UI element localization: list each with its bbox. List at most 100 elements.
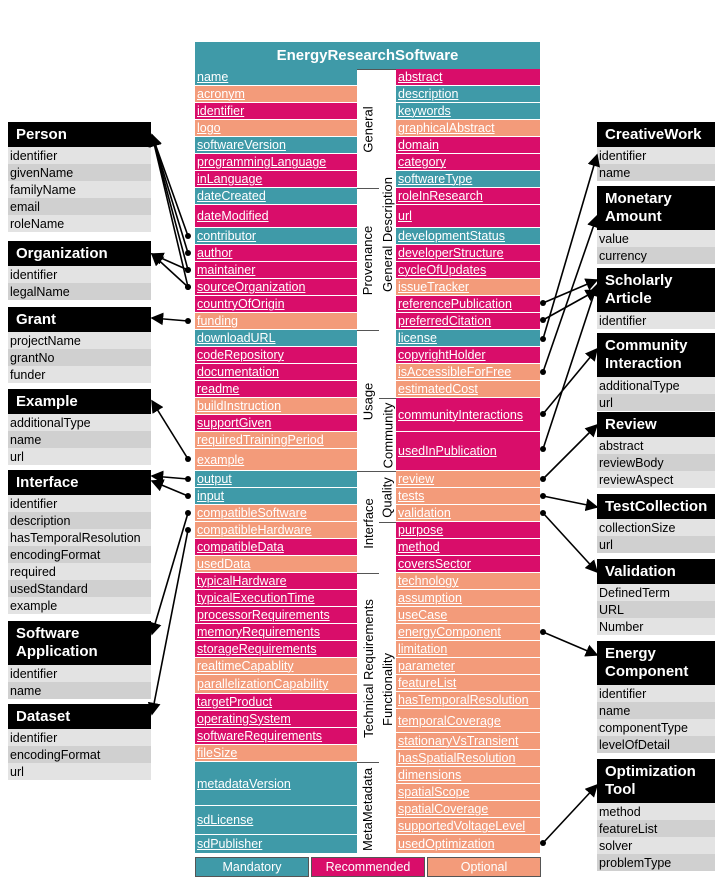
property-compatiblehardware: compatibleHardware xyxy=(195,522,357,539)
arrow-to-example xyxy=(151,399,189,460)
property-compatiblesoftware: compatibleSoftware xyxy=(195,505,357,522)
property-inlanguage: inLanguage xyxy=(195,171,357,188)
entity-property: identifier xyxy=(8,147,151,164)
arrow-origin-dot xyxy=(540,510,546,516)
property-usedoptimization: usedOptimization xyxy=(396,835,540,854)
diagram-title: EnergyResearchSoftware xyxy=(195,42,540,69)
property-targetproduct: targetProduct xyxy=(195,694,357,711)
property-name: name xyxy=(195,69,357,86)
property-graphicalabstract: graphicalAbstract xyxy=(396,120,540,137)
group-functionality: Functionality xyxy=(379,522,396,855)
group-provenance: Provenance xyxy=(357,188,379,331)
group-metametadata: MetaMetadata xyxy=(357,762,379,855)
entity-property: identifier xyxy=(8,495,151,512)
group-usage: Usage xyxy=(357,330,379,472)
property-contributor: contributor xyxy=(195,228,357,245)
arrow-to-scholarly-article xyxy=(542,283,600,450)
entity-property: reviewAspect xyxy=(597,471,715,488)
entity-property: additionalType xyxy=(597,377,715,394)
group-community: Community xyxy=(379,398,396,472)
entity-property: identifier xyxy=(597,147,715,164)
arrow-to-person xyxy=(149,133,189,237)
entity-property: grantNo xyxy=(8,349,151,366)
property-operatingsystem: operatingSystem xyxy=(195,711,357,728)
entity-property: url xyxy=(8,448,151,465)
property-temporalcoverage: temporalCoverage xyxy=(396,709,540,733)
entity-title: Review xyxy=(597,412,715,437)
entity-property: name xyxy=(8,431,151,448)
entity-property: componentType xyxy=(597,719,715,736)
entity-title: Community Interaction xyxy=(597,333,715,377)
property-dimensions: dimensions xyxy=(396,767,540,784)
arrow-to-grant xyxy=(150,312,189,326)
property-identifier: identifier xyxy=(195,103,357,120)
property-memoryrequirements: memoryRequirements xyxy=(195,624,357,641)
property-energycomponent: energyComponent xyxy=(396,624,540,641)
property-method: method xyxy=(396,539,540,556)
entity-property: url xyxy=(8,763,151,780)
arrow-origin-dot xyxy=(185,476,191,482)
property-softwaretype: softwareType xyxy=(396,171,540,188)
property-coverssector: coversSector xyxy=(396,556,540,573)
property-usedinpublication: usedInPublication xyxy=(396,432,540,471)
entity-property: Number xyxy=(597,618,715,635)
entity-title: Monetary Amount xyxy=(597,186,715,230)
property-realtimecapablity: realtimeCapablity xyxy=(195,658,357,675)
arrow-origin-dot xyxy=(185,267,191,273)
property-softwareversion: softwareVersion xyxy=(195,137,357,154)
property-parallelizationcapability: parallelizationCapability xyxy=(195,675,357,694)
property-processorrequirements: processorRequirements xyxy=(195,607,357,624)
entity-property: usedStandard xyxy=(8,580,151,597)
entity-property: value xyxy=(597,230,715,247)
property-parameter: parameter xyxy=(396,658,540,675)
property-useddata: usedData xyxy=(195,556,357,573)
property-compatibledata: compatibleData xyxy=(195,539,357,556)
property-supportgiven: supportGiven xyxy=(195,415,357,432)
property-category: category xyxy=(396,154,540,171)
property-buildinstruction: buildInstruction xyxy=(195,398,357,415)
entity-property: featureList xyxy=(597,820,715,837)
entity-property: additionalType xyxy=(8,414,151,431)
arrow-to-validation xyxy=(542,512,599,574)
arrow-to-creativework xyxy=(542,153,600,340)
property-countryoforigin: countryOfOrigin xyxy=(195,296,357,313)
arrow-origin-dot xyxy=(540,476,546,482)
entity-title: Validation xyxy=(597,559,715,584)
arrow-origin-dot xyxy=(540,300,546,306)
property-acronym: acronym xyxy=(195,86,357,103)
arrow-origin-dot xyxy=(540,446,546,452)
property-coderepository: codeRepository xyxy=(195,347,357,364)
legend-optional: Optional xyxy=(427,857,541,877)
entity-property: hasTemporalResolution xyxy=(8,529,151,546)
entity-property: example xyxy=(8,597,151,614)
property-hasspatialresolution: hasSpatialResolution xyxy=(396,750,540,767)
property-isaccessibleforfree: isAccessibleForFree xyxy=(396,364,540,381)
entity-property: levelOfDetail xyxy=(597,736,715,753)
entity-property: method xyxy=(597,803,715,820)
entity-property: collectionSize xyxy=(597,519,715,536)
arrow-to-scholarly-article xyxy=(542,278,599,304)
arrow-origin-dot xyxy=(185,284,191,290)
property-purpose: purpose xyxy=(396,522,540,539)
property-downloadurl: downloadURL xyxy=(195,330,357,347)
arrow-to-dataset xyxy=(147,529,189,716)
entity-property: identifier xyxy=(597,312,715,329)
entity-property: required xyxy=(8,563,151,580)
legend-recommended: Recommended xyxy=(311,857,425,877)
group-general: General xyxy=(357,69,379,189)
arrow-to-community-interaction xyxy=(542,347,599,415)
arrow-origin-dot xyxy=(540,840,546,846)
arrow-to-testcollection xyxy=(542,495,599,512)
property-preferredcitation: preferredCitation xyxy=(396,313,540,330)
property-keywords: keywords xyxy=(396,103,540,120)
entity-property: solver xyxy=(597,837,715,854)
arrow-origin-dot xyxy=(185,493,191,499)
entity-title: Person xyxy=(8,122,151,147)
property-license: license xyxy=(396,330,540,347)
